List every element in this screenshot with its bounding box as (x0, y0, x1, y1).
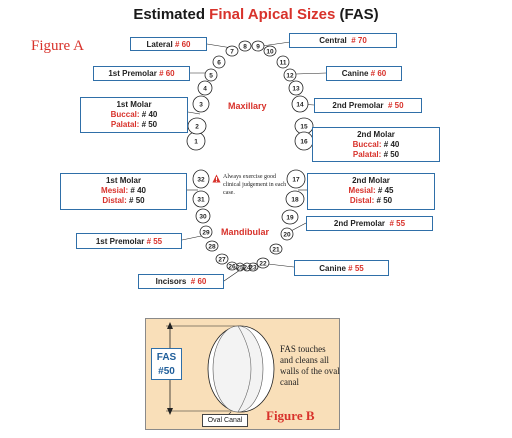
tooth-20: 20 (280, 227, 294, 241)
oval-canal-illustration (166, 322, 275, 418)
clinical-note: Always exercise good clinical judgement … (223, 174, 287, 196)
label-mandibular-first-premolar: 1st Premolar # 55 (76, 233, 182, 249)
tooth-4: 4 (197, 80, 213, 96)
label-mandibular-canine: Canine # 55 (294, 260, 389, 276)
svg-text:13: 13 (292, 86, 300, 93)
tooth-28: 28 (205, 240, 219, 252)
figure-a-label: Figure A (31, 38, 84, 54)
svg-text:8: 8 (243, 44, 247, 51)
svg-text:21: 21 (272, 247, 280, 254)
label-maxillary-first-molar: 1st Molar Buccal: # 40 Palatal: # 50 (80, 97, 188, 133)
mandibular-label: Mandibular (221, 227, 270, 237)
tooth-11: 11 (276, 55, 290, 69)
svg-text:16: 16 (300, 139, 308, 146)
tooth-7: 7 (225, 45, 239, 57)
svg-text:24: 24 (243, 265, 251, 272)
svg-text:18: 18 (291, 197, 299, 204)
label-mandibular-first-molar: 1st Molar Mesial: # 40 Distal: # 50 (60, 173, 187, 210)
svg-text:17: 17 (292, 177, 300, 184)
label-maxillary-canine: Canine # 60 (326, 66, 402, 81)
oval-canal-label: Oval Canal (202, 414, 248, 427)
label-maxillary-second-premolar: 2nd Premolar # 50 (314, 98, 422, 113)
svg-text:22: 22 (259, 261, 267, 268)
svg-text:30: 30 (199, 214, 207, 221)
tooth-31: 31 (192, 190, 210, 208)
tooth-2: 2 (187, 117, 207, 135)
warning-icon (212, 174, 221, 183)
svg-text:14: 14 (296, 102, 304, 109)
svg-text:4: 4 (203, 86, 207, 93)
tooth-3: 3 (192, 95, 210, 113)
tooth-6: 6 (212, 55, 226, 69)
svg-text:10: 10 (266, 49, 274, 56)
svg-text:20: 20 (283, 232, 291, 239)
svg-text:27: 27 (218, 257, 226, 264)
tooth-14: 14 (291, 95, 309, 113)
svg-text:23: 23 (249, 265, 257, 272)
tooth-16: 16 (294, 131, 314, 151)
label-maxillary-central: Central # 70 (289, 33, 397, 48)
label-maxillary-second-molar: 2nd Molar Buccal: # 40 Palatal: # 50 (312, 127, 440, 162)
svg-text:32: 32 (197, 177, 205, 184)
tooth-30: 30 (195, 208, 211, 224)
tooth-10: 10 (263, 45, 277, 57)
label-mandibular-incisors: Incisors # 60 (138, 274, 224, 289)
label-mandibular-second-premolar: 2nd Premolar # 55 (306, 216, 433, 231)
tooth-17: 17 (286, 169, 306, 189)
svg-text:28: 28 (208, 244, 216, 251)
label-mandibular-second-molar: 2nd Molar Mesial: # 45 Distal: # 50 (307, 173, 435, 210)
svg-text:5: 5 (209, 73, 213, 80)
svg-text:3: 3 (199, 102, 203, 109)
tooth-27: 27 (215, 253, 229, 265)
label-maxillary-lateral: Lateral # 60 (130, 37, 207, 51)
tooth-8: 8 (238, 40, 252, 52)
page-title: Estimated Final Apical Sizes (FAS) (133, 6, 379, 23)
svg-text:6: 6 (217, 60, 221, 67)
svg-text:29: 29 (202, 230, 210, 237)
tooth-29: 29 (199, 225, 213, 239)
maxillary-label: Maxillary (228, 101, 267, 111)
fas-size-box: FAS#50 (151, 348, 182, 380)
svg-text:7: 7 (230, 49, 234, 56)
figure-b-label: Figure B (266, 408, 315, 423)
tooth-18: 18 (285, 190, 305, 208)
tooth-5: 5 (204, 68, 218, 82)
svg-text:26: 26 (228, 264, 236, 271)
tooth-19: 19 (281, 209, 299, 225)
svg-text:12: 12 (286, 73, 294, 80)
tooth-1: 1 (186, 131, 206, 151)
tooth-12: 12 (283, 68, 297, 82)
tooth-25: 25 (235, 262, 245, 272)
svg-text:1: 1 (194, 139, 198, 146)
tooth-26: 26 (226, 261, 238, 271)
figure-b-panel (145, 318, 340, 430)
svg-text:9: 9 (256, 44, 260, 51)
tooth-22: 22 (256, 257, 270, 269)
tooth-21: 21 (269, 243, 283, 255)
svg-text:25: 25 (236, 265, 244, 272)
figure-b-description: FAS touches and cleans all walls of the … (280, 344, 340, 387)
label-maxillary-first-premolar: 1st Premolar # 60 (93, 66, 190, 81)
svg-text:19: 19 (286, 215, 294, 222)
svg-text:31: 31 (197, 197, 205, 204)
svg-text:2: 2 (195, 124, 199, 131)
tooth-32: 32 (192, 169, 210, 189)
svg-text:15: 15 (300, 124, 308, 131)
tooth-9: 9 (251, 40, 265, 52)
tooth-13: 13 (288, 80, 304, 96)
svg-text:11: 11 (280, 60, 287, 67)
